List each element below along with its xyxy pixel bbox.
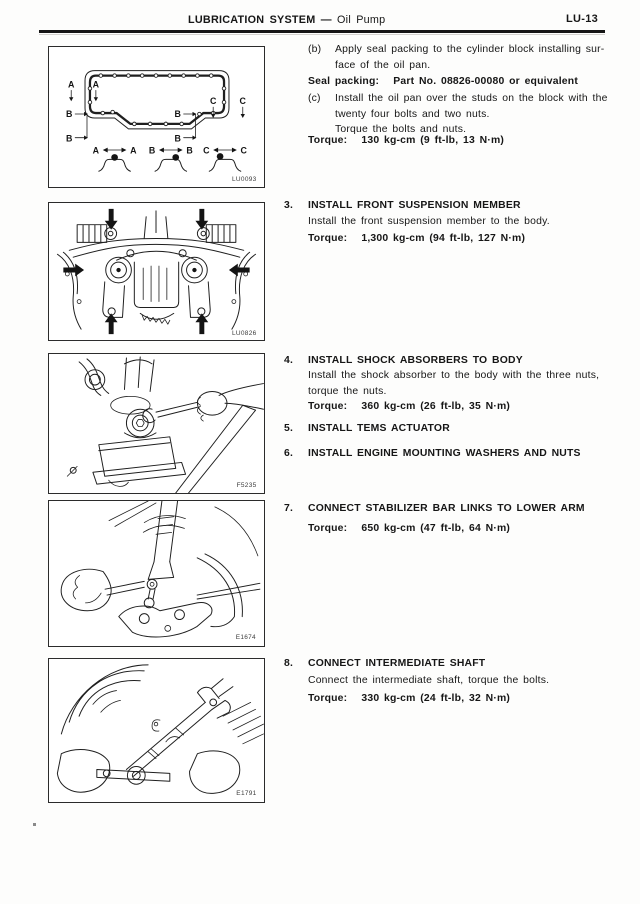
section-c-callouts: C C: [210, 96, 247, 118]
shock-absorber-art: [66, 356, 264, 493]
header-subsection-name: Oil Pump: [337, 14, 386, 26]
section-5-title: INSTALL TEMS ACTUATOR: [308, 423, 450, 434]
step-b-label: (b): [308, 44, 322, 55]
label-a-1: A: [68, 79, 75, 89]
figure-shock-absorber-install: F5235: [48, 353, 265, 494]
section-3-number: 3.: [284, 200, 294, 211]
stabilizer-link-drawing: E1674: [60, 501, 261, 641]
label-c-2: C: [240, 96, 247, 106]
label-b-2: B: [66, 134, 72, 144]
section-8-number: 8.: [284, 658, 294, 669]
gasket-outline: [84, 70, 230, 130]
scan-speck: [33, 823, 36, 826]
section-6-number: 6.: [284, 448, 294, 459]
section-6-title: INSTALL ENGINE MOUNTING WASHERS AND NUTS: [308, 448, 581, 459]
label-b-4: B: [174, 134, 180, 144]
figure-oil-pan-seal-packing: A A C C B B B B: [48, 46, 265, 188]
figure-intermediate-shaft: E1791: [48, 658, 265, 803]
label-c-1: C: [210, 96, 217, 106]
section-4-torque: Torque: 360 kg-cm (26 ft-lb, 35 N·m): [308, 401, 511, 412]
figure-code: E1674: [236, 634, 256, 641]
label-a-2: A: [93, 79, 100, 89]
section-4-number: 4.: [284, 355, 294, 366]
figure-code: LU0826: [232, 330, 257, 337]
section-7-torque: Torque: 650 kg-cm (47 ft-lb, 64 N·m): [308, 523, 511, 534]
figure-code: E1791: [236, 790, 256, 797]
cross-section-c: [208, 153, 242, 172]
legend-a-right: A: [130, 145, 137, 155]
section-7-title: CONNECT STABILIZER BAR LINKS TO LOWER AR…: [308, 503, 585, 514]
legend-c-right: C: [241, 145, 248, 155]
seal-packing-spec: Seal packing: Part No. 08826-00080 or eq…: [308, 76, 578, 87]
intermediate-shaft-art: [56, 664, 264, 794]
legend-a-left: A: [93, 145, 100, 155]
section-4-title: INSTALL SHOCK ABSORBERS TO BODY: [308, 355, 523, 366]
legend-c-left: C: [203, 145, 210, 155]
cross-section-b: [154, 154, 188, 172]
section-3-body: Install the front suspension member to t…: [308, 216, 550, 227]
section-8-torque: Torque: 330 kg-cm (24 ft-lb, 32 N·m): [308, 693, 511, 704]
suspension-member-art: [56, 210, 257, 330]
torque-oil-pan: Torque: 130 kg-cm (9 ft-lb, 13 N·m): [308, 135, 505, 146]
header-section-name: LUBRICATION SYSTEM: [188, 14, 316, 26]
figure-stabilizer-bar-link: E1674: [48, 500, 265, 647]
figure-code: F5235: [237, 482, 257, 489]
label-b-1: B: [66, 109, 72, 119]
step-c-label: (c): [308, 93, 321, 104]
section-a-callouts: A A: [68, 79, 100, 102]
stabilizer-link-art: [60, 501, 261, 638]
page-header-title: LUBRICATION SYSTEM — Oil Pump: [188, 14, 385, 26]
step-c-text: Install the oil pan over the studs on th…: [335, 93, 608, 135]
legend-b-right: B: [186, 145, 192, 155]
section-7-number: 7.: [284, 503, 294, 514]
legend-b-left: B: [149, 145, 155, 155]
oil-pan-gasket-diagram: A A C C B B B B: [66, 70, 257, 183]
seal-section-legend: A A B B C C: [93, 145, 248, 172]
section-8-title: CONNECT INTERMEDIATE SHAFT: [308, 658, 486, 669]
section-8-body: Connect the intermediate shaft, torque t…: [308, 675, 550, 686]
step-b-text: Apply seal packing to the cylinder block…: [335, 44, 605, 71]
bolt-location-arrows: [63, 208, 250, 335]
section-4-body: Install the shock absorber to the body w…: [308, 370, 600, 397]
figure-front-suspension-member: LU0826: [48, 202, 265, 341]
page-number: LU-13: [566, 13, 599, 25]
section-b-callouts-right: B B: [174, 109, 197, 144]
section-b-callouts-left: B B: [66, 109, 88, 144]
figure-code: LU0093: [232, 176, 257, 183]
front-suspension-drawing: LU0826: [56, 208, 257, 337]
header-dash: —: [320, 14, 332, 26]
section-3-title: INSTALL FRONT SUSPENSION MEMBER: [308, 200, 521, 211]
section-5-number: 5.: [284, 423, 294, 434]
header-rule-shadow: [39, 34, 605, 35]
cross-section-a: [98, 154, 131, 172]
header-rule: [39, 30, 605, 33]
intermediate-shaft-drawing: E1791: [56, 664, 264, 797]
shock-absorber-drawing: F5235: [66, 356, 264, 493]
label-b-3: B: [174, 109, 180, 119]
section-3-torque: Torque: 1,300 kg-cm (94 ft-lb, 127 N·m): [308, 233, 526, 244]
